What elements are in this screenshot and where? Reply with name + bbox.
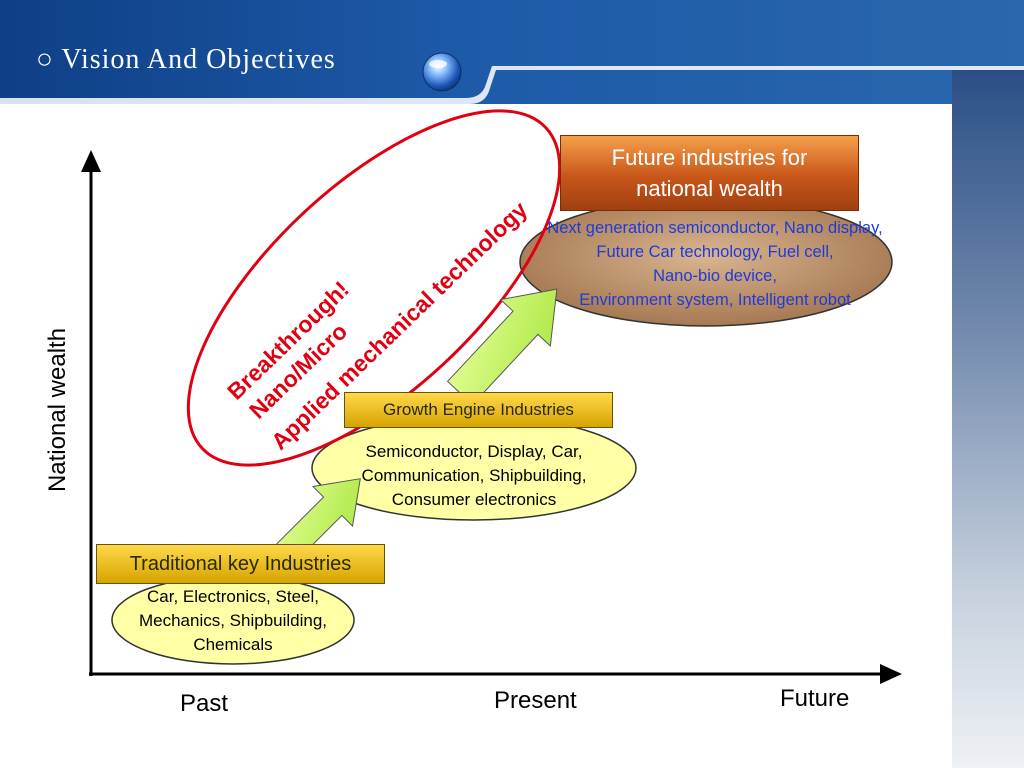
future-line-4: Environment system, Intelligent robot xyxy=(579,291,851,309)
y-axis-label-text: National wealth xyxy=(44,327,71,493)
growth-engine-band: Growth Engine Industries xyxy=(344,392,613,428)
growth-industries-list: Semiconductor, Display, Car, Communicati… xyxy=(318,440,630,512)
traditional-industries-band: Traditional key Industries xyxy=(96,544,385,584)
future-line-3: Nano-bio device, xyxy=(653,267,777,285)
slide-title: ○ Vision And Objectives xyxy=(36,44,336,75)
breakthrough-ellipse xyxy=(186,109,562,467)
traditional-line-2: Mechanics, Shipbuilding, xyxy=(138,611,328,630)
future-line-1: Next generation semiconductor, Nano disp… xyxy=(547,219,883,237)
x-axis-arrowhead xyxy=(880,664,902,684)
blue-sphere-icon xyxy=(422,52,462,92)
blue-sphere-highlight xyxy=(429,60,447,68)
traditional-line-3: Chemicals xyxy=(193,635,273,654)
growth-line-2: Communication, Shipbuilding, xyxy=(361,466,587,485)
traditional-line-1: Car, Electronics, Steel, xyxy=(147,587,319,606)
slide-header xyxy=(0,0,1024,110)
traditional-industries-list: Car, Electronics, Steel, Mechanics, Ship… xyxy=(108,585,358,657)
growth-line-3: Consumer electronics xyxy=(391,490,557,509)
growth-line-1: Semiconductor, Display, Car, xyxy=(365,442,583,461)
x-label-future: Future xyxy=(780,685,850,712)
header-swoosh xyxy=(0,66,1024,104)
future-band-line-2: national wealth xyxy=(636,176,783,201)
y-axis-label: National wealth xyxy=(38,320,78,500)
x-label-present: Present xyxy=(494,687,577,714)
future-band-line-1: Future industries for xyxy=(611,145,808,170)
future-line-2: Future Car technology, Fuel cell, xyxy=(596,243,834,261)
x-label-past: Past xyxy=(180,690,229,717)
future-industries-list: Next generation semiconductor, Nano disp… xyxy=(490,216,940,312)
right-decor-panel xyxy=(952,70,1024,768)
future-industries-band: Future industries for national wealth xyxy=(560,135,859,211)
y-axis-arrowhead xyxy=(81,150,101,172)
